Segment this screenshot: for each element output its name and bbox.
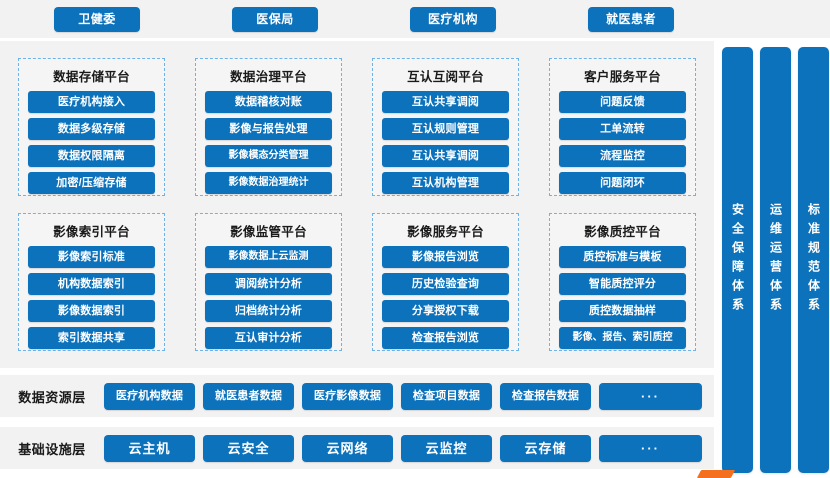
panel-title: 影像服务平台 (407, 225, 484, 239)
panel-item[interactable]: 质控数据抽样 (559, 300, 686, 322)
panel-customer-service: 客户服务平台 问题反馈 工单流转 流程监控 问题闭环 (549, 58, 696, 196)
vbar-label: 安全保障体系 (730, 203, 745, 317)
panel-item[interactable]: 影像数据上云监测 (205, 246, 332, 268)
layer-infrastructure: 基础设施层 云主机 云安全 云网络 云监控 云存储 ··· (0, 427, 714, 469)
panel-item[interactable]: 影像数据治理统计 (205, 172, 332, 194)
platform-area: 数据存储平台 医疗机构接入 数据多级存储 数据权限隔离 加密/压缩存储 数据治理… (0, 41, 714, 368)
panel-item-list: 影像报告浏览 历史检验查询 分享授权下载 检查报告浏览 (382, 246, 509, 349)
panel-item-list: 问题反馈 工单流转 流程监控 问题闭环 (559, 91, 686, 194)
layer-label: 数据资源层 (18, 389, 86, 405)
layer-item-more[interactable]: ··· (599, 434, 702, 462)
layer-item-more[interactable]: ··· (599, 382, 702, 410)
panel-title: 影像索引平台 (53, 225, 130, 239)
panel-item[interactable]: 分享授权下载 (382, 300, 509, 322)
panel-item[interactable]: 互认规则管理 (382, 118, 509, 140)
panel-title: 客户服务平台 (584, 70, 661, 84)
panel-image-index: 影像索引平台 影像索引标准 机构数据索引 影像数据索引 索引数据共享 (18, 213, 165, 351)
panel-title: 数据存储平台 (53, 70, 130, 84)
orange-accent-sliver (696, 470, 736, 478)
panel-item-list: 数据稽核对账 影像与报告处理 影像模态分类管理 影像数据治理统计 (205, 91, 332, 194)
vbar-operations-system[interactable]: 运维运营体系 (760, 47, 791, 473)
panel-item[interactable]: 机构数据索引 (28, 273, 155, 295)
layer-data-resource: 数据资源层 医疗机构数据 就医患者数据 医疗影像数据 检查项目数据 检查报告数据… (0, 375, 714, 417)
layer-item-list: 医疗机构数据 就医患者数据 医疗影像数据 检查项目数据 检查报告数据 ··· (104, 382, 702, 410)
layer-item[interactable]: 检查报告数据 (500, 382, 591, 410)
panel-title: 影像监管平台 (230, 225, 307, 239)
panel-item[interactable]: 归档统计分析 (205, 300, 332, 322)
layer-item[interactable]: 云安全 (203, 434, 294, 462)
vbar-standards-system[interactable]: 标准规范体系 (798, 47, 829, 473)
panel-item[interactable]: 工单流转 (559, 118, 686, 140)
layer-item[interactable]: 云监控 (401, 434, 492, 462)
panel-item[interactable]: 数据稽核对账 (205, 91, 332, 113)
panel-title: 数据治理平台 (230, 70, 307, 84)
platform-panel-grid: 数据存储平台 医疗机构接入 数据多级存储 数据权限隔离 加密/压缩存储 数据治理… (18, 58, 696, 351)
panel-item[interactable]: 数据多级存储 (28, 118, 155, 140)
panel-item[interactable]: 问题反馈 (559, 91, 686, 113)
panel-image-service: 影像服务平台 影像报告浏览 历史检验查询 分享授权下载 检查报告浏览 (372, 213, 519, 351)
layer-item[interactable]: 云存储 (500, 434, 591, 462)
panel-item-list: 影像数据上云监测 调阅统计分析 归档统计分析 互认审计分析 (205, 246, 332, 349)
vertical-system-bars: 安全保障体系 运维运营体系 标准规范体系 (722, 47, 830, 473)
panel-item[interactable]: 历史检验查询 (382, 273, 509, 295)
panel-item[interactable]: 互认审计分析 (205, 327, 332, 349)
panel-item-list: 影像索引标准 机构数据索引 影像数据索引 索引数据共享 (28, 246, 155, 349)
stakeholder-list: 卫健委 医保局 医疗机构 就医患者 (8, 6, 720, 32)
panel-item[interactable]: 互认共享调阅 (382, 91, 509, 113)
panel-item[interactable]: 流程监控 (559, 145, 686, 167)
layer-item[interactable]: 就医患者数据 (203, 382, 294, 410)
panel-item[interactable]: 智能质控评分 (559, 273, 686, 295)
panel-item[interactable]: 影像模态分类管理 (205, 145, 332, 167)
panel-item[interactable]: 影像数据索引 (28, 300, 155, 322)
stakeholder-patient[interactable]: 就医患者 (588, 6, 674, 32)
panel-item[interactable]: 检查报告浏览 (382, 327, 509, 349)
layer-item[interactable]: 云网络 (302, 434, 393, 462)
stakeholder-medical-institution[interactable]: 医疗机构 (410, 6, 496, 32)
panel-item[interactable]: 问题闭环 (559, 172, 686, 194)
panel-item[interactable]: 调阅统计分析 (205, 273, 332, 295)
layer-item[interactable]: 检查项目数据 (401, 382, 492, 410)
layer-item[interactable]: 医疗影像数据 (302, 382, 393, 410)
panel-image-quality-control: 影像质控平台 质控标准与模板 智能质控评分 质控数据抽样 影像、报告、索引质控 (549, 213, 696, 351)
panel-data-storage: 数据存储平台 医疗机构接入 数据多级存储 数据权限隔离 加密/压缩存储 (18, 58, 165, 196)
panel-item[interactable]: 加密/压缩存储 (28, 172, 155, 194)
panel-item[interactable]: 医疗机构接入 (28, 91, 155, 113)
panel-data-governance: 数据治理平台 数据稽核对账 影像与报告处理 影像模态分类管理 影像数据治理统计 (195, 58, 342, 196)
stakeholder-weijianwei[interactable]: 卫健委 (54, 6, 140, 32)
layer-item[interactable]: 医疗机构数据 (104, 382, 195, 410)
layer-item-list: 云主机 云安全 云网络 云监控 云存储 ··· (104, 434, 702, 462)
panel-item[interactable]: 影像、报告、索引质控 (559, 327, 686, 349)
panel-item[interactable]: 影像索引标准 (28, 246, 155, 268)
panel-item-list: 质控标准与模板 智能质控评分 质控数据抽样 影像、报告、索引质控 (559, 246, 686, 349)
panel-image-supervision: 影像监管平台 影像数据上云监测 调阅统计分析 归档统计分析 互认审计分析 (195, 213, 342, 351)
stakeholder-band: 卫健委 医保局 医疗机构 就医患者 (0, 0, 830, 38)
panel-title: 影像质控平台 (584, 225, 661, 239)
panel-item[interactable]: 互认共享调阅 (382, 145, 509, 167)
vbar-label: 标准规范体系 (806, 203, 821, 317)
panel-item[interactable]: 数据权限隔离 (28, 145, 155, 167)
panel-item[interactable]: 影像报告浏览 (382, 246, 509, 268)
panel-item-list: 医疗机构接入 数据多级存储 数据权限隔离 加密/压缩存储 (28, 91, 155, 194)
panel-item-list: 互认共享调阅 互认规则管理 互认共享调阅 互认机构管理 (382, 91, 509, 194)
panel-mutual-recognition: 互认互阅平台 互认共享调阅 互认规则管理 互认共享调阅 互认机构管理 (372, 58, 519, 196)
panel-item[interactable]: 互认机构管理 (382, 172, 509, 194)
layer-item[interactable]: 云主机 (104, 434, 195, 462)
panel-item[interactable]: 影像与报告处理 (205, 118, 332, 140)
stakeholder-yibaoju[interactable]: 医保局 (232, 6, 318, 32)
vbar-security-system[interactable]: 安全保障体系 (722, 47, 753, 473)
panel-item[interactable]: 索引数据共享 (28, 327, 155, 349)
panel-title: 互认互阅平台 (407, 70, 484, 84)
layer-label: 基础设施层 (18, 441, 86, 457)
vbar-label: 运维运营体系 (768, 203, 783, 317)
panel-item[interactable]: 质控标准与模板 (559, 246, 686, 268)
